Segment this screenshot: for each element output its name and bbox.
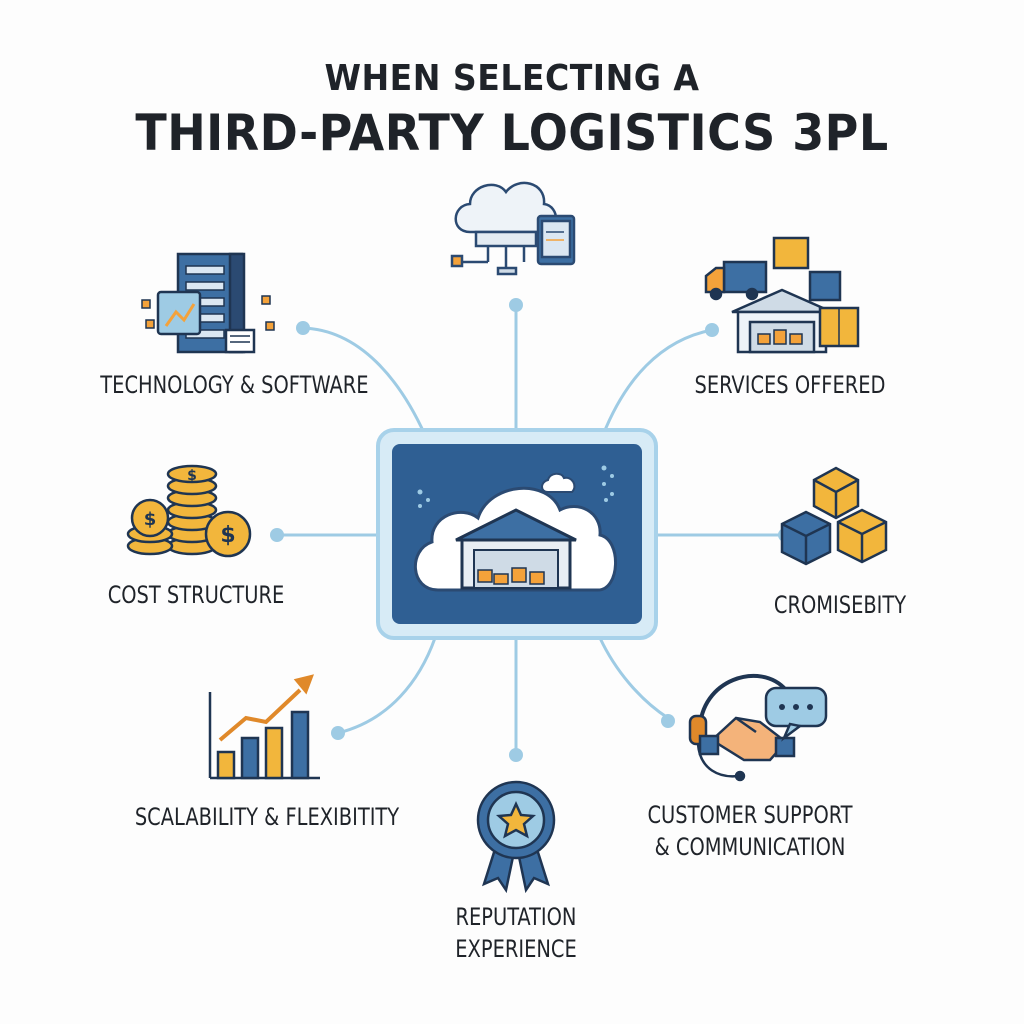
- label-services: SERVICES OFFERED: [694, 371, 886, 399]
- label-cost: COST STRUCTURE: [107, 581, 285, 609]
- label-scalability: SCALABILITY & FLEXIBITITY: [134, 803, 400, 831]
- bar-chart-growth-icon: [208, 674, 320, 780]
- label-reputation-line1: REPUTATION: [455, 903, 577, 931]
- connector-support: [598, 637, 669, 720]
- truck-warehouse-boxes-icon: [704, 236, 860, 354]
- svg-text:$: $: [220, 523, 235, 548]
- cloud-network-icon: [450, 181, 576, 276]
- server-rack-icon: [141, 252, 275, 354]
- svg-text:$: $: [187, 468, 197, 484]
- cloud-warehouse-icon: [414, 465, 617, 592]
- label-reputation-line2: EXPERIENCE: [455, 935, 577, 963]
- stacked-cubes-icon: [780, 466, 888, 566]
- connector-services: [601, 328, 713, 436]
- coin-stack-icon: $ $ $: [126, 464, 252, 558]
- svg-text:$: $: [144, 509, 157, 530]
- title-line-1: WHEN SELECTING A: [324, 58, 700, 99]
- label-technology: TECHNOLOGY & SOFTWARE: [100, 371, 369, 399]
- label-support-line2: & COMMUNICATION: [654, 833, 846, 861]
- connector-technology: [302, 326, 427, 436]
- award-ribbon-icon: [476, 780, 556, 894]
- center-hub: [376, 428, 658, 640]
- label-support-line1: CUSTOMER SUPPORT: [647, 801, 853, 829]
- connector-scalability: [337, 637, 437, 735]
- title-line-2: THIRD-PARTY LOGISTICS 3PL: [135, 104, 889, 162]
- headset-handshake-icon: [688, 673, 828, 782]
- connector-lines: [277, 305, 785, 752]
- label-cromisebity: CROMISEBITY: [773, 591, 907, 619]
